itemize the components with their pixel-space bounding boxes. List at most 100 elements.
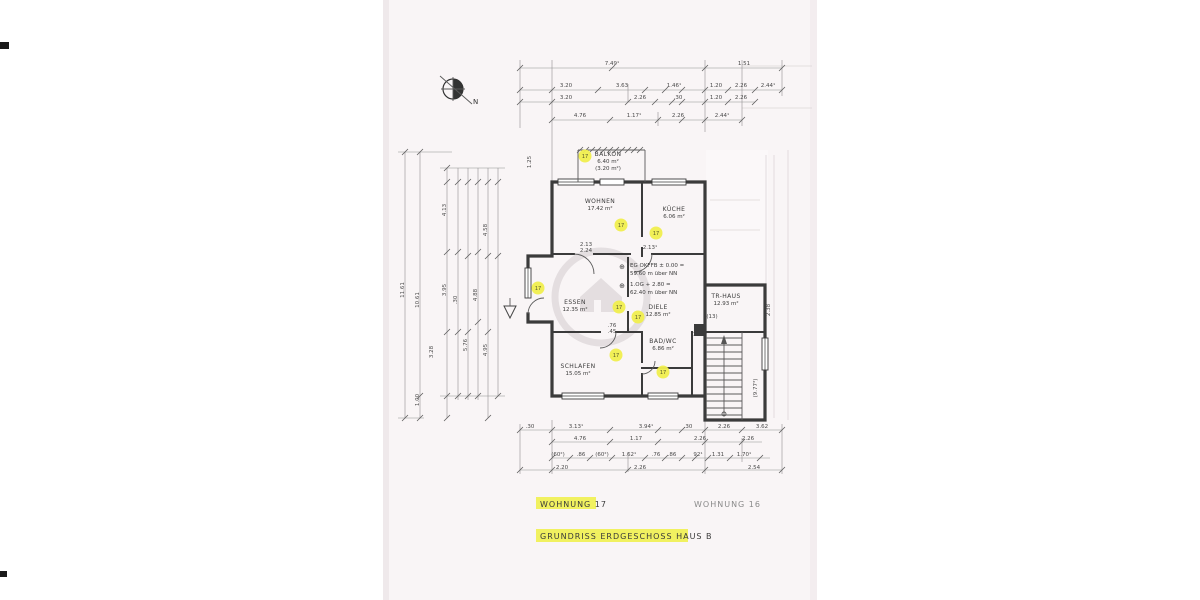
dimension-label: 1.51: [738, 61, 750, 67]
dimension-label: 3.20: [560, 95, 573, 101]
dimension-label: 2.54: [748, 465, 761, 471]
dimension-label: 2.26: [718, 424, 731, 430]
room-area-schlafen: 15.05 m²: [565, 370, 590, 377]
room-label-badwc: BAD/WC: [649, 338, 676, 345]
dimension-label: 1.20: [710, 95, 723, 101]
dimension-label: 1.46¹: [667, 82, 681, 89]
datum-symbol-1: ⊕: [619, 263, 625, 271]
svg-text:17: 17: [616, 305, 622, 311]
erased-neighbor-area: [706, 65, 812, 420]
dimension-label: .76: [652, 452, 661, 458]
dimension-label: .86: [577, 452, 586, 458]
dimension-label: 2.38: [766, 303, 772, 316]
room-label-wohnen: WOHNEN: [585, 198, 615, 205]
room-area-badwc: 6.86 m²: [652, 345, 674, 352]
svg-text:17: 17: [582, 154, 588, 160]
datum-line-4: 62.40 m über NN: [630, 290, 677, 296]
svg-text:17: 17: [635, 315, 641, 321]
dimension-label: 2.26: [735, 83, 748, 89]
dimension-label: 2.20: [556, 465, 569, 471]
dimension-label: 1.31: [712, 452, 724, 458]
svg-text:17: 17: [618, 223, 624, 229]
datum-line-3: 1.OG + 2.80 =: [630, 282, 671, 288]
dimension-labels: 7.49¹ 1.51 3.20 3.63 1.46¹ 1.20 2.26 2.44¹ 3.20 2…: [400, 60, 775, 471]
datum-line-1: EG OKFFB ± 0.00 =: [630, 263, 685, 269]
room-labels: BALKON 6.40 m² (3.20 m²) WOHNEN 17.42 m²…: [560, 151, 740, 377]
dimension-label: 11.61: [400, 282, 406, 298]
dimension-label: 2.13: [580, 242, 593, 248]
room-label-diele: DIELE: [648, 304, 667, 311]
label-wohnung-16: WOHNUNG 16: [694, 500, 761, 509]
dimension-label: 1.00: [415, 393, 421, 406]
room-label-balkon: BALKON: [595, 151, 622, 158]
dimension-label: 4.13: [442, 203, 448, 216]
watermark-logo: [551, 247, 651, 347]
interior-walls: [551, 181, 766, 397]
chimney-block: [694, 324, 705, 336]
dimension-label: 4.76: [574, 436, 587, 442]
unit-17-marker: 17: [609, 348, 623, 362]
unit-17-marker: 17: [612, 300, 626, 314]
dimension-label: 92¹: [693, 451, 702, 458]
dimension-label: 4.88: [473, 288, 479, 301]
entrance-marker: [503, 298, 517, 320]
datum-line-2: 59.60 m über NN: [630, 271, 677, 277]
dimension-label: 2.26: [742, 436, 755, 442]
unit-17-marker: 17: [631, 310, 645, 324]
room-area2-balkon: (3.20 m²): [595, 165, 621, 172]
dimension-label: 7.49¹: [605, 60, 619, 67]
dimension-label: 4.76: [574, 113, 587, 119]
dimension-label: 5.76: [463, 338, 469, 351]
dimension-label: .30: [684, 424, 693, 430]
svg-text:17: 17: [660, 370, 666, 376]
level-datum-block: ⊕ ⊕ EG OKFFB ± 0.00 = 59.60 m über NN 1.…: [619, 263, 685, 296]
dimension-label: 2.24: [580, 248, 593, 254]
dimension-label: 3.20: [560, 83, 573, 89]
dimension-label: 2.26: [694, 436, 707, 442]
unit-17-marker: 17: [614, 218, 628, 232]
label-grundriss-caption: GRUNDRISS ERDGESCHOSS HAUS B: [540, 532, 713, 541]
dimension-label: .45: [608, 329, 617, 335]
dimension-label: .30: [453, 295, 459, 304]
dimension-label: 2.44¹: [761, 82, 775, 89]
room-area-wohnen: 17.42 m²: [587, 205, 612, 212]
title-block: WOHNUNG 17 WOHNUNG 16 GRUNDRISS ERDGESCH…: [536, 497, 761, 542]
label-wohnung-17: WOHNUNG 17: [540, 500, 607, 509]
room-area-essen: 12.35 m²: [562, 306, 587, 313]
paper-edge-shadow: [383, 0, 389, 600]
door-arcs: [527, 253, 656, 375]
dimension-label: 4.95: [483, 343, 489, 356]
dimension-label: (13): [706, 314, 717, 320]
room-label-trhaus: TR-HAUS: [710, 293, 740, 300]
svg-text:17: 17: [535, 286, 541, 292]
highlight-caption: [536, 529, 688, 542]
room-label-schlafen: SCHLAFEN: [560, 363, 595, 370]
stair-arrow-head: [721, 335, 727, 344]
dimension-label: .30: [526, 424, 535, 430]
room-area-kueche: 6.06 m²: [663, 213, 685, 220]
dimension-label: (9.77³): [752, 379, 759, 398]
unit-17-marker: 17: [649, 226, 663, 240]
datum-symbol-2: ⊕: [619, 282, 625, 290]
dimension-label: (60²): [551, 451, 565, 458]
highlight-wohnung17: [536, 497, 596, 509]
unit-17-marker: 17: [531, 281, 545, 295]
dimension-label: 2.26: [672, 113, 685, 119]
dimension-label: (60²): [595, 451, 609, 458]
dimension-label: 2.26: [735, 95, 748, 101]
dimension-label: 3.94¹: [639, 423, 653, 430]
dimension-label: 3.63: [616, 83, 629, 89]
dimension-label: 4.58: [483, 223, 489, 236]
windows: [524, 178, 769, 400]
svg-text:17: 17: [653, 231, 659, 237]
dimension-label: 3.28: [429, 345, 435, 358]
room-area-trhaus: 12.93 m²: [713, 300, 738, 307]
svg-text:17: 17: [613, 353, 619, 359]
north-label: N: [473, 98, 478, 106]
dimension-label: 2.26: [634, 465, 647, 471]
dimension-label: 2.13¹: [643, 244, 657, 251]
dimension-label: 1.20: [710, 83, 723, 89]
dimension-label: .76: [608, 323, 617, 329]
room-area-diele: 12.85 m²: [645, 311, 670, 318]
